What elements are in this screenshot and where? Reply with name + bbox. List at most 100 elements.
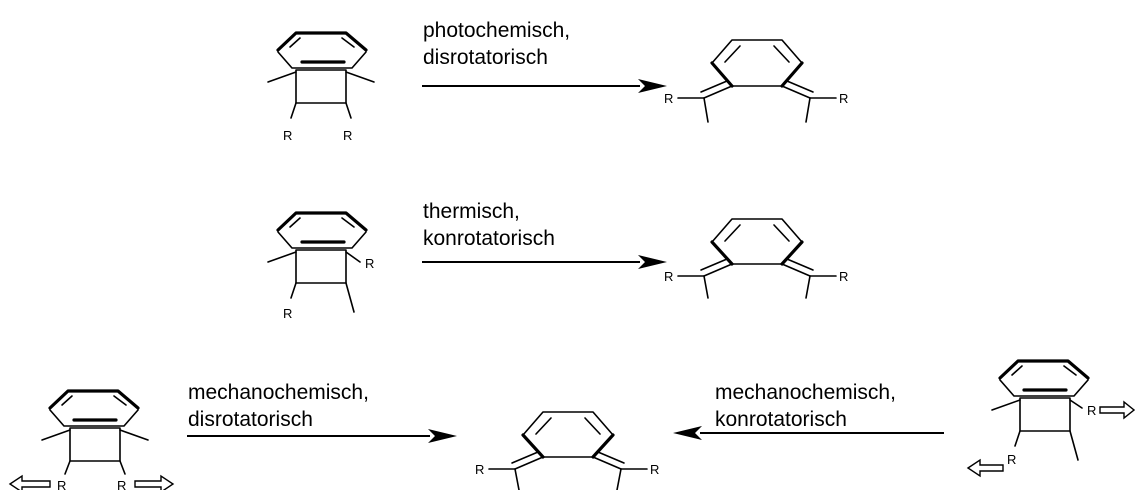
ring-inner-bond — [724, 45, 741, 63]
ring-inner-bond — [1063, 365, 1077, 376]
ring-inner-bond — [113, 395, 127, 406]
pulling-force-left-arrow-icon — [8, 474, 51, 490]
arrow-thermal — [422, 255, 667, 269]
substituent-r: R — [839, 269, 848, 284]
substituent-r: R — [1087, 403, 1096, 418]
ring-top — [522, 411, 614, 436]
methyl-bond — [41, 429, 71, 441]
exo-double-bond — [700, 258, 728, 271]
methyl-bond — [703, 275, 709, 299]
substituent-r: R — [664, 91, 673, 106]
arrow-mech-con — [673, 426, 944, 440]
ring-inner-bond — [535, 417, 552, 435]
substituent-r: R — [117, 478, 126, 490]
condition-mech-con-line2: konrotatorisch — [715, 408, 847, 431]
ring-right-bold — [591, 433, 615, 459]
product-disrotatory-top: R R — [664, 39, 848, 123]
methyl-bond — [703, 97, 709, 123]
ring-inner-bond — [289, 37, 301, 48]
ring-left-bold — [521, 433, 545, 459]
exo-double-bond — [511, 451, 539, 464]
exo-double-bond — [700, 80, 728, 93]
ring-inner-bond — [1011, 365, 1023, 376]
arrow-mech-dis — [187, 429, 457, 443]
condition-photo-line2: disrotatorisch — [423, 46, 548, 69]
condition-thermal-line2: konrotatorisch — [423, 227, 555, 250]
ring-inner-bond — [289, 217, 301, 228]
substituent-r: R — [475, 462, 484, 477]
ring-left-bold — [710, 240, 734, 266]
substituent-r: R — [664, 269, 673, 284]
ring-top — [711, 39, 803, 64]
methyl-bond — [805, 97, 811, 123]
exo-double-bond — [514, 456, 544, 470]
cyclobutane-ring — [295, 249, 347, 284]
substituent-r: R — [343, 128, 352, 143]
methyl-bond — [267, 71, 297, 83]
reactant-conrotatory-middle: R R — [267, 211, 374, 321]
r-bond — [64, 460, 71, 475]
ring-inner-bond — [341, 217, 355, 228]
substituent-r: R — [1007, 452, 1016, 467]
pulling-force-right-arrow-icon — [1099, 400, 1135, 420]
r-bond — [290, 282, 297, 299]
condition-mech-dis-line2: disrotatorisch — [188, 408, 313, 431]
ring-inner-bond — [773, 224, 790, 242]
substituent-r: R — [283, 306, 292, 321]
cyclobutane-ring — [1019, 397, 1071, 432]
ring-upper-bold — [48, 389, 140, 410]
product-mechano: R R — [475, 411, 659, 490]
ring-lower — [49, 409, 139, 427]
exo-double-bond — [703, 263, 733, 277]
ring-inner-bond — [773, 45, 790, 63]
pulling-force-right-arrow-icon — [134, 474, 175, 490]
ring-upper-bold — [276, 211, 368, 232]
methyl-bond — [514, 468, 520, 490]
r-bond — [1069, 399, 1083, 409]
ring-top — [711, 218, 803, 243]
substituent-r: R — [650, 462, 659, 477]
ring-inner-bond — [61, 395, 73, 406]
ring-lower — [999, 379, 1089, 397]
ring-inner-bond — [584, 417, 601, 435]
cyclobutane-ring — [295, 69, 347, 104]
ring-right-bold — [780, 240, 804, 266]
exo-double-bond — [786, 80, 814, 93]
exo-double-bond — [786, 258, 814, 271]
ring-upper-bold — [998, 359, 1090, 380]
methyl-bond — [267, 251, 297, 263]
condition-mech-con-line1: mechanochemisch, — [715, 381, 896, 404]
cyclobutane-ring — [69, 427, 121, 462]
exo-double-bond — [781, 263, 811, 277]
ring-lower — [277, 51, 367, 69]
arrow-photo — [422, 79, 667, 93]
r-bond — [290, 102, 297, 119]
ring-inner-bond — [724, 224, 741, 242]
methyl-bond — [119, 429, 149, 441]
exo-double-bond — [592, 456, 622, 470]
condition-thermal-line1: thermisch, — [423, 200, 520, 223]
exo-double-bond — [781, 85, 811, 99]
r-bond — [1014, 430, 1021, 447]
methyl-bond — [991, 399, 1021, 411]
reactant-mechano-disrotatory: R R — [8, 389, 175, 490]
r-bond — [345, 102, 352, 119]
substituent-r: R — [365, 256, 374, 271]
substituent-r: R — [283, 128, 292, 143]
reactant-mechano-conrotatory: R R — [966, 359, 1135, 478]
pulling-force-left-arrow-icon — [966, 458, 1004, 478]
product-conrotatory-middle: R R — [664, 218, 848, 299]
substituent-r: R — [57, 478, 66, 490]
ring-inner-bond — [341, 37, 355, 48]
methyl-bond — [1069, 430, 1079, 461]
r-bond — [119, 460, 126, 475]
r-bond — [345, 251, 361, 263]
ring-upper-bold — [276, 31, 368, 52]
reactant-disrotatory-top: R R — [267, 31, 375, 143]
condition-photo-line1: photochemisch, — [423, 19, 570, 42]
condition-mech-dis-line1: mechanochemisch, — [188, 381, 369, 404]
substituent-r: R — [839, 91, 848, 106]
ring-right-bold — [780, 61, 804, 88]
ring-left-bold — [710, 61, 734, 88]
